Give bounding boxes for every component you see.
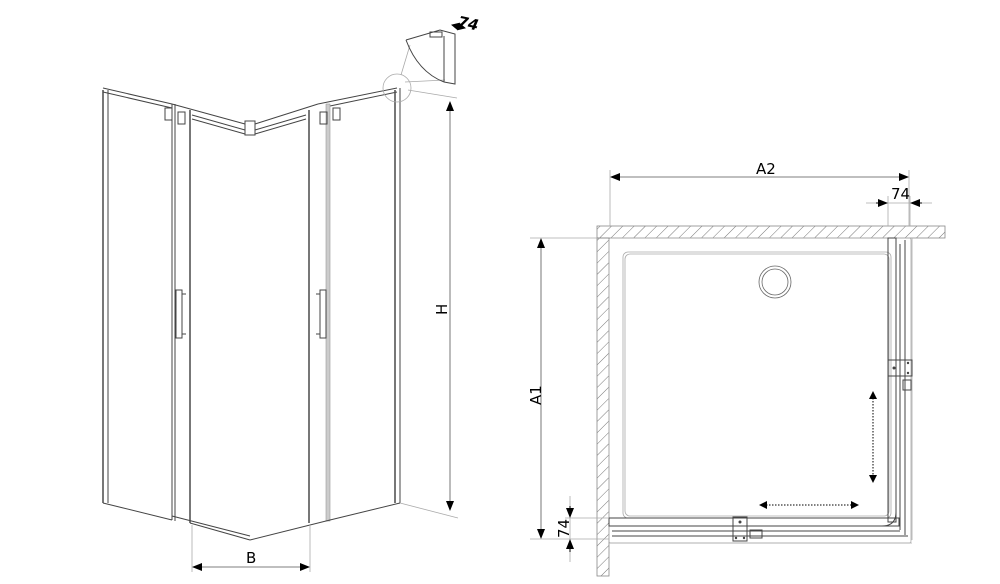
left-74-label: 74 [555, 519, 573, 538]
a2-label: A2 [756, 160, 776, 178]
height-dimension: H [433, 101, 454, 511]
left-fixed-panel [102, 87, 173, 521]
top-profile-dimension: 74 [866, 185, 932, 226]
isometric-view: 74 H B [102, 13, 480, 572]
right-side-glass [887, 237, 913, 540]
width-label: B [246, 549, 256, 567]
a1-dimension: A1 [527, 237, 609, 540]
profile-detail-callout: 74 [382, 13, 480, 103]
top-74-label: 74 [891, 185, 910, 203]
left-door-handle [175, 289, 183, 339]
left-sliding-door [164, 104, 251, 541]
right-sliding-door [249, 103, 341, 541]
shower-tray [608, 237, 912, 544]
a2-dimension: A2 [609, 160, 910, 226]
right-door-handle [319, 289, 327, 339]
top-rail [171, 87, 398, 136]
a1-label: A1 [527, 385, 545, 405]
wall-hatching [596, 225, 946, 577]
front-glass [608, 511, 912, 544]
left-profile-dimension: 74 [555, 496, 609, 562]
drain [758, 265, 792, 299]
detail-dimension-label: 74 [456, 13, 480, 35]
right-fixed-panel [329, 88, 459, 521]
height-label: H [433, 304, 451, 315]
width-dimension: B [191, 525, 311, 572]
plan-view: A2 74 A1 74 [527, 160, 946, 577]
